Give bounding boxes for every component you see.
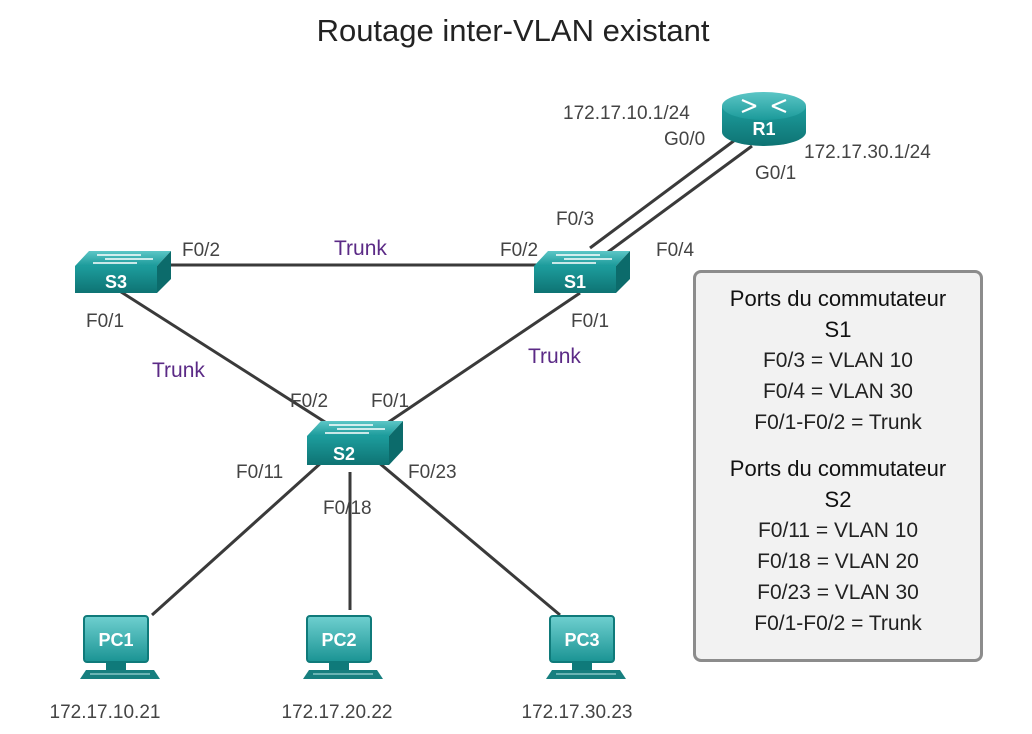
s2-f01-port: F0/1: [371, 391, 409, 412]
router-arrows-icon: [741, 98, 787, 114]
trunk-label-s1-s2: Trunk: [528, 345, 581, 368]
s2-port-row: F0/1-F0/2 = Trunk: [754, 612, 922, 635]
trunk-label-s3-s2: Trunk: [152, 359, 205, 382]
switch-arrows-icon: [93, 254, 153, 264]
r1-g01-port: G0/1: [755, 163, 796, 184]
r1-g01-address: 172.17.30.1/24: [804, 142, 931, 163]
link-r1-s1-g01: [607, 144, 753, 254]
s2-f023-port: F0/23: [408, 462, 457, 483]
pc3-address: 172.17.30.23: [522, 702, 633, 723]
info-box-spacer: [696, 438, 980, 453]
s2-ports-name: S2: [824, 487, 852, 512]
link-s1-s2: [364, 291, 581, 440]
s3-label: S3: [105, 272, 127, 292]
s2-f02-port: F0/2: [290, 391, 328, 412]
link-s2-pc1: [150, 460, 324, 617]
r1-g00-port: G0/0: [664, 129, 705, 150]
s1-label: S1: [564, 272, 586, 292]
page-title: Routage inter-VLAN existant: [317, 13, 710, 48]
pc-pc3[interactable]: PC3: [546, 615, 626, 679]
links: [117, 138, 753, 617]
router-r1[interactable]: R1: [722, 92, 806, 146]
s1-f01-port: F0/1: [571, 311, 609, 332]
switch-s2[interactable]: S2: [307, 421, 403, 465]
s2-port-row: F0/23 = VLAN 30: [757, 581, 919, 604]
s1-f02-port: F0/2: [500, 240, 538, 261]
s1-ports-heading: Ports du commutateur: [729, 286, 947, 311]
s2-label: S2: [333, 444, 355, 464]
pc3-label: PC3: [564, 630, 599, 650]
pc-pc1[interactable]: PC1: [80, 615, 160, 679]
s1-f03-port: F0/3: [556, 209, 594, 230]
r1-label: R1: [752, 119, 775, 139]
pc-pc2[interactable]: PC2: [303, 615, 383, 679]
link-s3-s2: [117, 288, 351, 440]
s2-ports-heading: Ports du commutateur: [729, 456, 947, 481]
switch-arrows-icon: [325, 424, 385, 434]
s1-port-row: F0/3 = VLAN 10: [762, 349, 913, 372]
switch-s1[interactable]: S1: [534, 251, 630, 293]
s2-f018-port: F0/18: [323, 498, 372, 519]
pc2-label: PC2: [321, 630, 356, 650]
s2-port-row: F0/18 = VLAN 20: [757, 550, 919, 573]
s1-f04-port: F0/4: [656, 240, 694, 261]
pc1-label: PC1: [98, 630, 133, 650]
switch-arrows-icon: [552, 254, 612, 264]
s1-ports-name: S1: [824, 317, 852, 342]
s3-f02-port: F0/2: [182, 240, 220, 261]
trunk-label-s3-s1: Trunk: [334, 237, 387, 260]
link-r1-s1-g00: [589, 138, 736, 250]
s2-port-row: F0/11 = VLAN 10: [757, 519, 919, 542]
r1-g00-address: 172.17.10.1/24: [563, 103, 690, 124]
pc2-address: 172.17.20.22: [282, 702, 393, 723]
switch-ports-info-box: Ports du commutateur S1 F0/3 = VLAN 10 F…: [693, 270, 983, 662]
s1-port-row: F0/4 = VLAN 30: [762, 380, 913, 403]
link-s2-pc3: [377, 460, 561, 617]
pc1-address: 172.17.10.21: [50, 702, 161, 723]
s2-f011-port: F0/11: [236, 462, 283, 483]
s1-port-row: F0/1-F0/2 = Trunk: [754, 411, 922, 434]
s3-f01-port: F0/1: [86, 311, 124, 332]
switch-s3[interactable]: S3: [75, 251, 171, 293]
